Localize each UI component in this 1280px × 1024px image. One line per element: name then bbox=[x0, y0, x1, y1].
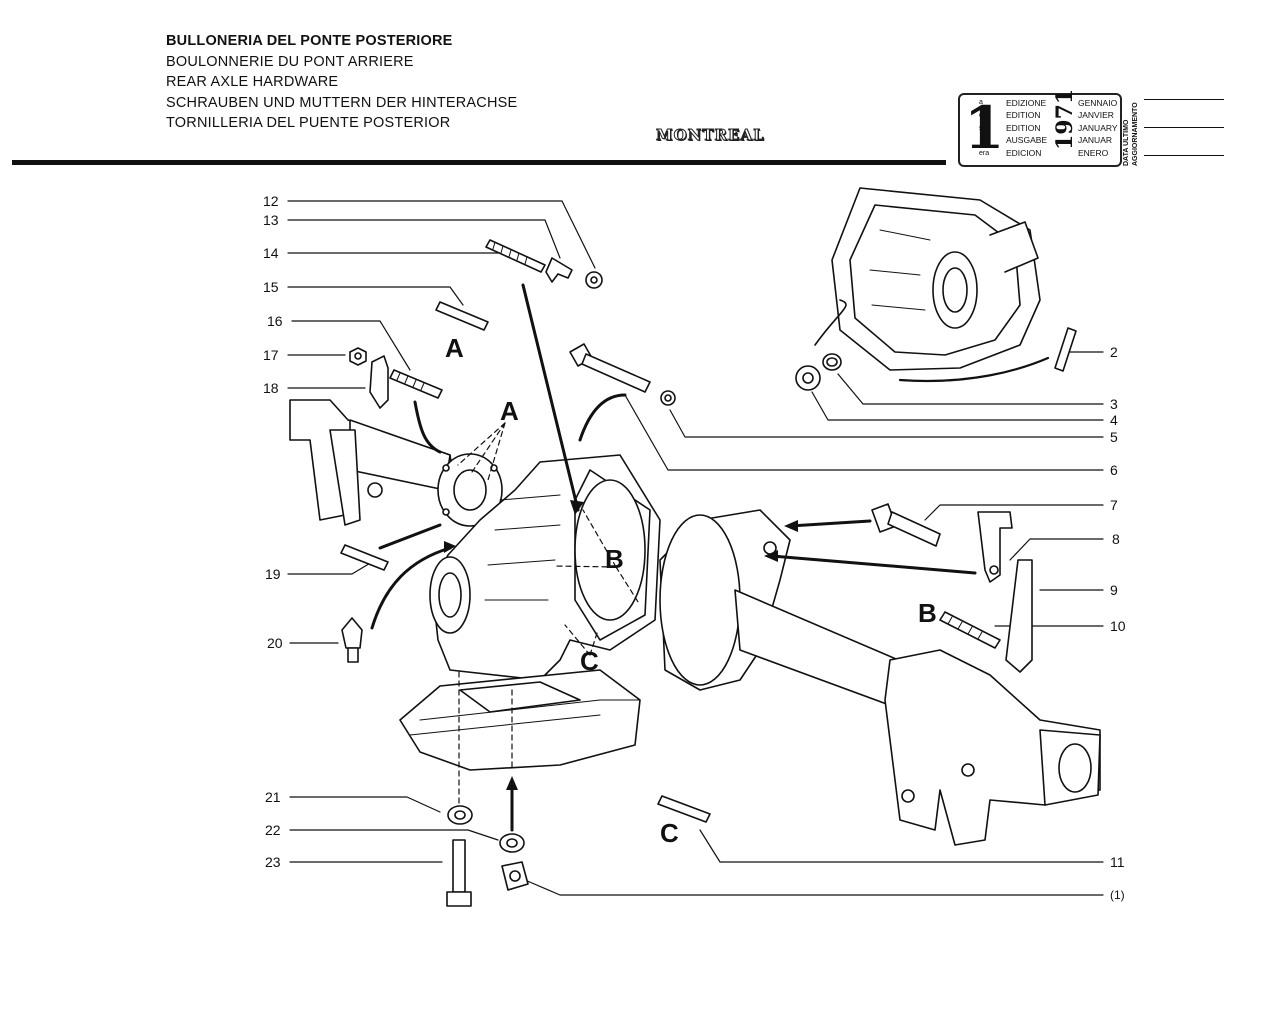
callout-16: 16 bbox=[267, 313, 283, 329]
drain-plug-1 bbox=[501, 861, 529, 891]
title-french: BOULONNERIE DU PONT ARRIERE bbox=[166, 53, 414, 70]
arrow-stud2 bbox=[898, 356, 1050, 383]
bolt-23 bbox=[446, 839, 472, 907]
letter-b-housing: B bbox=[605, 544, 624, 574]
title-german: SCHRAUBEN UND MUTTERN DER HINTERACHSE bbox=[166, 94, 518, 111]
washer-21 bbox=[447, 805, 473, 825]
update-date-line bbox=[1144, 99, 1224, 100]
lock-tab-18 bbox=[369, 355, 389, 409]
callout-18: 18 bbox=[263, 380, 279, 396]
edition-box: 1 a ère st era EDIZIONE EDITION EDITION … bbox=[958, 89, 1122, 167]
callout-2: 2 bbox=[1110, 344, 1118, 360]
oil-pan bbox=[399, 669, 641, 771]
brand-logo: MONTREAL bbox=[656, 126, 765, 145]
edition-month: GENNAIO bbox=[1078, 98, 1118, 108]
callout-12: 12 bbox=[263, 193, 279, 209]
edition-word: AUSGABE bbox=[1006, 135, 1048, 145]
edition-suffix: era bbox=[979, 150, 990, 157]
nut-17 bbox=[349, 347, 367, 366]
edition-word: EDITION bbox=[1006, 123, 1041, 133]
letter-c-housing: C bbox=[580, 646, 599, 676]
callout-15: 15 bbox=[263, 279, 279, 295]
callout-20: 20 bbox=[267, 635, 283, 651]
bolt-7 bbox=[871, 503, 941, 547]
title-spanish: TORNILLERIA DEL PUENTE POSTERIOR bbox=[166, 115, 451, 131]
update-date-line bbox=[1144, 127, 1224, 128]
callout-6: 6 bbox=[1110, 462, 1118, 478]
stud-2 bbox=[1054, 327, 1077, 372]
washer-22 bbox=[499, 833, 525, 853]
edition-word: EDITION bbox=[1006, 110, 1041, 120]
callout-4: 4 bbox=[1110, 412, 1118, 428]
washer-5 bbox=[660, 390, 676, 406]
header-rule bbox=[12, 160, 946, 165]
callout-9: 9 bbox=[1110, 582, 1118, 598]
letter-a-top: A bbox=[445, 333, 464, 363]
stud-15 bbox=[435, 301, 489, 331]
callout-5: 5 bbox=[1110, 429, 1118, 445]
edition-word: EDICION bbox=[1006, 148, 1042, 158]
flange-a bbox=[437, 453, 503, 527]
callout-1: (1) bbox=[1110, 888, 1125, 902]
callout-14: 14 bbox=[263, 245, 279, 261]
edition-month: JANUARY bbox=[1078, 123, 1118, 133]
arrow-heads bbox=[444, 500, 798, 790]
callout-21: 21 bbox=[265, 789, 281, 805]
letter-b-stud: B bbox=[918, 598, 937, 628]
title-english: REAR AXLE HARDWARE bbox=[166, 74, 339, 90]
breather-20 bbox=[341, 617, 363, 663]
stud-16 bbox=[389, 369, 443, 399]
callout-19: 19 bbox=[265, 566, 281, 582]
left-axle-tube bbox=[289, 399, 456, 526]
right-axle-tube bbox=[659, 509, 1101, 846]
edition-word: EDIZIONE bbox=[1006, 98, 1047, 108]
title-block: BULLONERIA DEL PONTE POSTERIORE BOULONNE… bbox=[166, 31, 517, 134]
title-italian: BULLONERIA DEL PONTE POSTERIORE bbox=[166, 33, 453, 49]
plug-4 bbox=[795, 365, 821, 391]
diff-cover bbox=[831, 187, 1041, 371]
callout-23: 23 bbox=[265, 854, 281, 870]
edition-number: 1 bbox=[964, 94, 1005, 162]
lock-plate-13 bbox=[545, 257, 573, 283]
nut-12 bbox=[585, 271, 603, 289]
update-date-line bbox=[1144, 155, 1224, 156]
callout-11: 11 bbox=[1110, 854, 1125, 870]
callout-8: 8 bbox=[1112, 531, 1120, 547]
leader-lines-left bbox=[287, 200, 596, 863]
plate-9 bbox=[1005, 559, 1033, 673]
stud-14 bbox=[485, 239, 546, 273]
letter-a-flange: A bbox=[500, 396, 519, 426]
edition-suffix: st bbox=[979, 125, 985, 132]
edition-suffix: ère bbox=[979, 112, 990, 119]
leader-lines-right bbox=[524, 351, 1104, 896]
callout-22: 22 bbox=[265, 822, 281, 838]
edition-month: JANVIER bbox=[1078, 110, 1114, 120]
callout-7: 7 bbox=[1110, 497, 1118, 513]
dashed-leaders bbox=[457, 422, 641, 807]
assembly-arrows bbox=[370, 283, 977, 832]
letter-c-stud: C bbox=[660, 818, 679, 848]
callout-3: 3 bbox=[1110, 396, 1118, 412]
callout-17: 17 bbox=[263, 347, 279, 363]
arrow-cover bbox=[814, 299, 847, 346]
edition-month: ENERO bbox=[1078, 148, 1109, 158]
bolt-6 bbox=[569, 343, 651, 393]
stud-10 bbox=[939, 611, 1001, 649]
stud-11 bbox=[657, 795, 711, 823]
edition-month: JANUAR bbox=[1078, 135, 1113, 145]
bracket-8 bbox=[977, 511, 1013, 583]
callout-13: 13 bbox=[263, 212, 279, 228]
washer-3 bbox=[822, 353, 842, 371]
stud-19 bbox=[340, 544, 389, 571]
callout-10: 10 bbox=[1110, 618, 1126, 634]
edition-suffix: a bbox=[979, 99, 983, 106]
